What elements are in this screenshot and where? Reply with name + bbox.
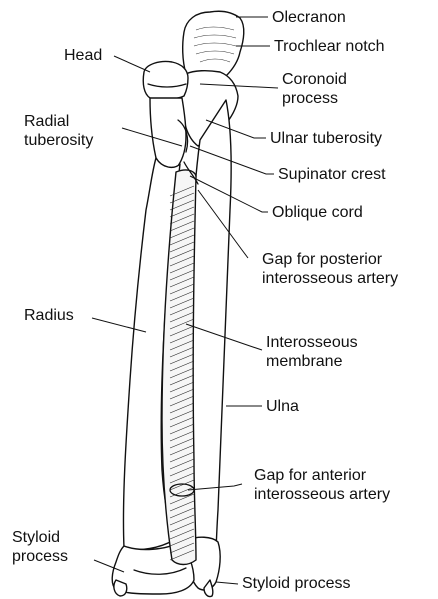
label-styloid-process-ulna: Styloid process — [242, 574, 351, 593]
radial-neck — [150, 98, 186, 168]
label-ulna: Ulna — [266, 397, 299, 416]
label-trochlear-notch: Trochlear notch — [274, 37, 385, 56]
label-oblique-cord: Oblique cord — [272, 203, 363, 222]
label-coronoid-process: Coronoid process — [282, 70, 347, 108]
label-radial-tuberosity: Radial tuberosity — [24, 112, 93, 150]
label-gap-posterior: Gap for posterior interosseous artery — [262, 250, 398, 288]
label-head: Head — [64, 46, 102, 65]
label-interosseous-membrane: Interosseous membrane — [266, 333, 358, 371]
label-radius: Radius — [24, 306, 74, 325]
label-olecranon: Olecranon — [272, 8, 346, 27]
label-gap-anterior: Gap for anterior interosseous artery — [254, 466, 390, 504]
radial-head — [143, 61, 188, 99]
leader-head — [114, 56, 150, 72]
label-ulnar-tuberosity: Ulnar tuberosity — [270, 129, 382, 148]
leader-styloid-ulna — [216, 582, 238, 584]
label-supinator-crest: Supinator crest — [278, 165, 386, 184]
label-styloid-process-radius: Styloid process — [12, 528, 68, 566]
